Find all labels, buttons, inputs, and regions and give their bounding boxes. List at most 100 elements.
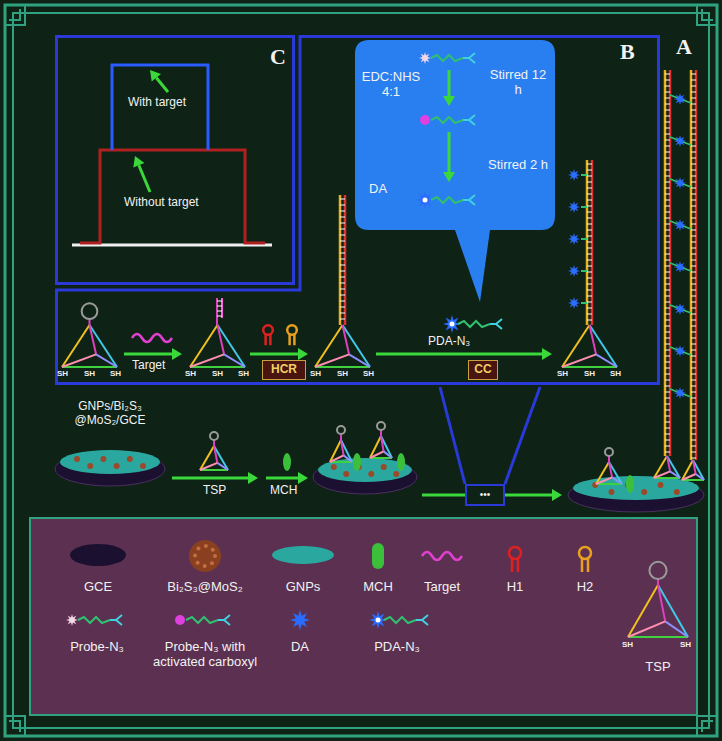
star-molecule [568,201,580,213]
hairpin-loop [377,422,385,430]
tetrahedron-edge [381,436,384,451]
base-pair [691,446,696,447]
thiol-label: SH [610,369,621,378]
hairpin-loop [82,303,98,319]
base-pair [665,98,670,99]
probe-chain [581,238,587,240]
bi2s3-particle [114,463,120,469]
process-arrow [250,353,298,356]
base-pair [340,229,345,230]
base-pair [665,446,670,447]
zoom-line [505,387,540,484]
base-pair [340,307,345,308]
probe-chain [384,617,416,623]
thiol-label: SH [557,369,568,378]
tetrahedron-edge [628,636,688,638]
base-pair [665,440,670,441]
base-pair [665,272,670,273]
star-molecule [674,387,686,399]
base-pair [665,86,670,87]
base-pair [665,152,670,153]
base-pair [691,362,696,363]
mch-molecule [353,453,361,471]
tetrahedron-edge [612,477,622,484]
base-pair [665,362,670,363]
hairpin-loop [649,562,666,579]
base-pair [691,272,696,273]
panel-b: BEDC:NHS 4:1Stirred 12 hDAStirred 2 hHCR… [55,35,660,385]
tetrahedron-edge [381,436,392,458]
azide-group [416,615,428,625]
sphere-texture [196,561,200,565]
mch-molecule [283,453,291,471]
base-pair [691,350,696,351]
base-pair [587,188,592,189]
base-pair [665,338,670,339]
tetrahedron-edge [315,354,349,367]
base-pair [665,230,670,231]
base-pair [665,314,670,315]
legend-swatch [372,543,384,569]
corner-ornament [5,5,717,736]
thiol-label: SH [212,369,223,378]
base-pair [587,206,592,207]
base-pair [665,146,670,147]
base-pair [217,316,222,317]
tetrahedron-edge [596,354,617,367]
base-pair [665,308,670,309]
base-pair [587,218,592,219]
base-pair [587,266,592,267]
base-pair [691,398,696,399]
base-pair [340,235,345,236]
mch-molecule [626,475,634,493]
probe-chain [78,617,110,623]
base-pair [691,230,696,231]
base-pair [665,284,670,285]
bi2s3-mos2-sphere [189,540,221,572]
base-pair [691,386,696,387]
tetrahedron-edge [658,585,665,621]
step-label: MCH [270,484,297,498]
sphere-texture [193,553,197,557]
tetrahedron-edge [696,474,704,480]
probe-chain [581,302,587,304]
da-core [450,322,455,327]
thiol-label: SH [84,369,95,378]
hairpin-loop [605,448,613,456]
probe-chain [186,617,218,623]
legend-swatch [272,546,334,564]
base-pair [691,170,696,171]
base-pair [691,458,696,459]
tetrahedron-edge [224,354,245,367]
base-pair [587,320,592,321]
star-molecule [568,169,580,181]
base-pair [665,380,670,381]
hairpin-loop [287,325,297,335]
base-pair [665,254,670,255]
activated-carboxyl [420,115,430,125]
base-pair [691,296,696,297]
star-molecule [674,219,686,231]
base-pair [587,302,592,303]
base-pair [340,301,345,302]
legend-text: H2 [535,580,635,595]
tetrahedron-edge [217,463,228,470]
base-pair [665,80,670,81]
star-molecule [674,93,686,105]
tetrahedron-edge [344,455,352,462]
arrow-head [172,348,182,360]
bi2s3-particle [657,482,663,488]
bi2s3-particle [641,489,647,495]
tetrahedron-edge [315,325,343,367]
tetrahedron-edge [654,471,670,478]
base-pair [587,176,592,177]
base-pair [340,241,345,242]
base-pair [340,319,345,320]
azide-group [490,319,502,329]
probe-chain [431,55,463,61]
base-pair [665,74,670,75]
probe-chain [431,197,463,203]
base-pair [665,176,670,177]
tetrahedron-edge [562,366,617,368]
process-arrow [376,353,542,356]
